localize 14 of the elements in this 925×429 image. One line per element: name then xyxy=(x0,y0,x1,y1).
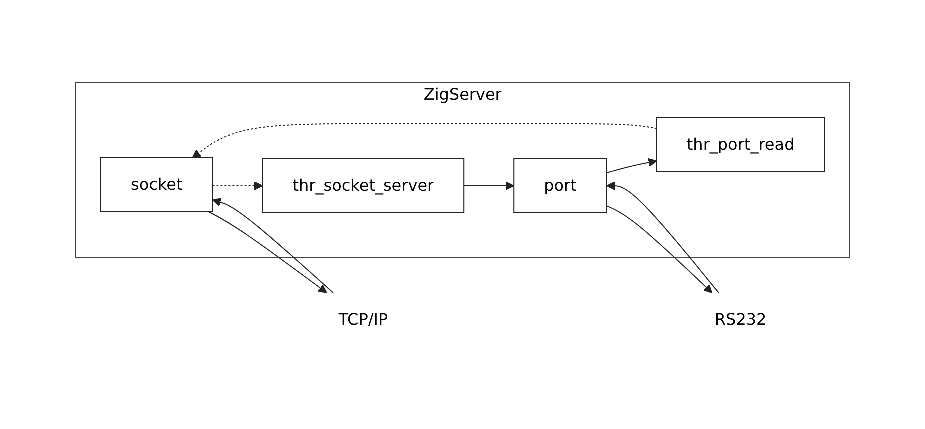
node-box: port xyxy=(513,158,608,213)
arrow xyxy=(212,181,263,190)
node-box: socket xyxy=(100,157,213,212)
arrow xyxy=(606,181,719,293)
node-box: thr_port_read xyxy=(656,117,825,172)
arrow xyxy=(463,181,514,190)
arrow xyxy=(192,123,658,158)
arrow xyxy=(606,205,712,293)
arrow xyxy=(606,158,657,173)
node-text: TCP/IP xyxy=(338,310,388,328)
arrow xyxy=(212,198,334,293)
node-text: RS232 xyxy=(714,310,766,328)
arrow xyxy=(208,211,327,293)
node-box: thr_socket_server xyxy=(262,158,464,213)
